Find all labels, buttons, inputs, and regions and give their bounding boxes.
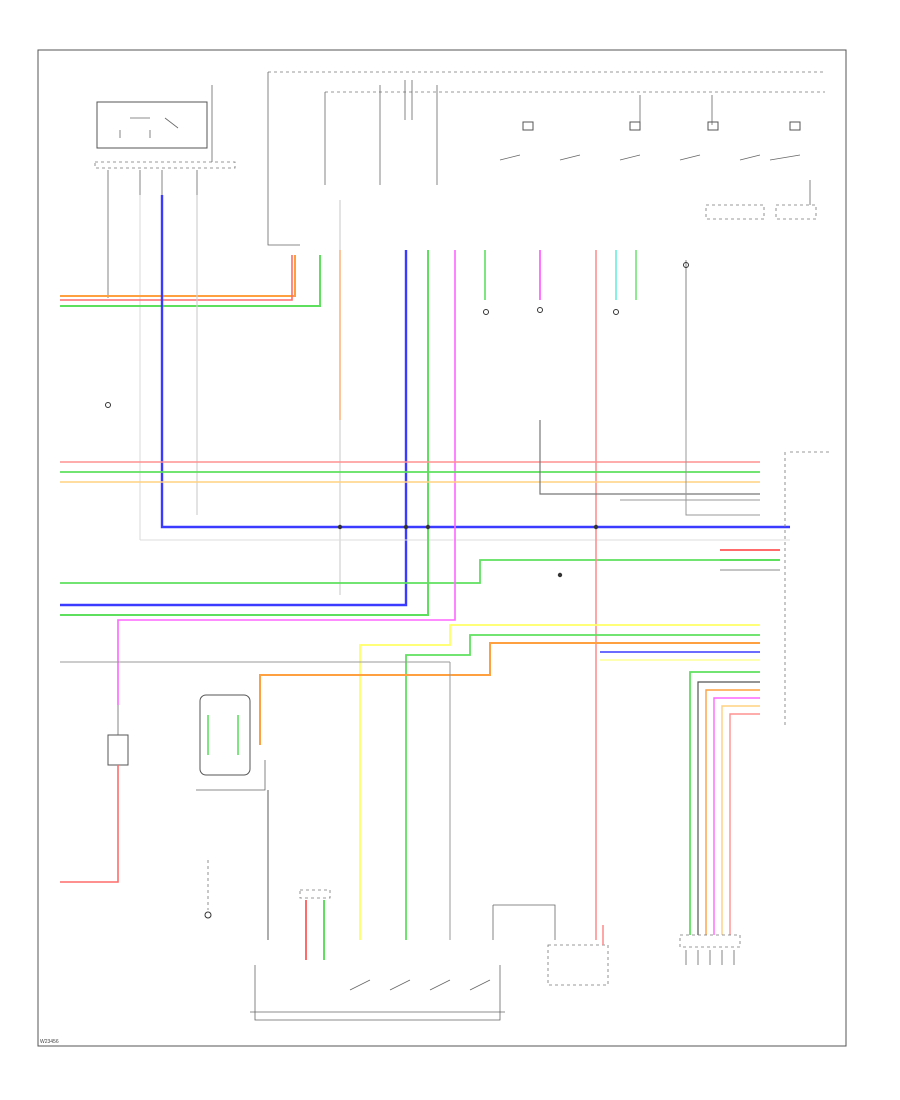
wire-red-top (60, 255, 293, 301)
wire-junctions (337, 524, 599, 578)
wire-harness-gray (539, 420, 760, 495)
switch-assembly-left (196, 694, 266, 791)
sensor-connector-bottom-right (679, 934, 741, 965)
resistor-left (107, 734, 129, 766)
ground-sensor (204, 860, 212, 919)
diagram-border (37, 49, 847, 1047)
wire-green-top (60, 255, 321, 307)
wire-orange-top (60, 255, 296, 297)
wire-fan-tan (721, 705, 760, 935)
relay-component (94, 101, 236, 169)
wire-fan-orange (705, 689, 760, 935)
wire-green-left (60, 250, 429, 616)
ecu-connector-column-right (784, 451, 830, 725)
wire-green-mid (60, 559, 720, 584)
wire-green-trans (405, 634, 760, 940)
wire-fan-magenta (713, 697, 760, 935)
wire-red-bottom (60, 800, 119, 883)
ecu-connector-block-top (267, 71, 825, 246)
wire-yellow (359, 624, 760, 940)
wire-fan-dark (697, 681, 760, 935)
footer-code: W23456 (40, 1039, 59, 1045)
wire-blue-main (160, 195, 790, 529)
wire-orange-trans (259, 642, 760, 745)
wire-blue-left (60, 250, 408, 607)
ground-symbols (105, 262, 689, 408)
wire-magenta-long (117, 250, 456, 705)
wire-fan-green (689, 671, 760, 935)
wire-harness-gray3 (685, 420, 760, 516)
wire-fan-pink (729, 713, 760, 935)
connector-pins-top (107, 170, 198, 540)
transmission-control-switch (250, 790, 505, 1021)
speed-sensor-bottom (492, 904, 609, 986)
